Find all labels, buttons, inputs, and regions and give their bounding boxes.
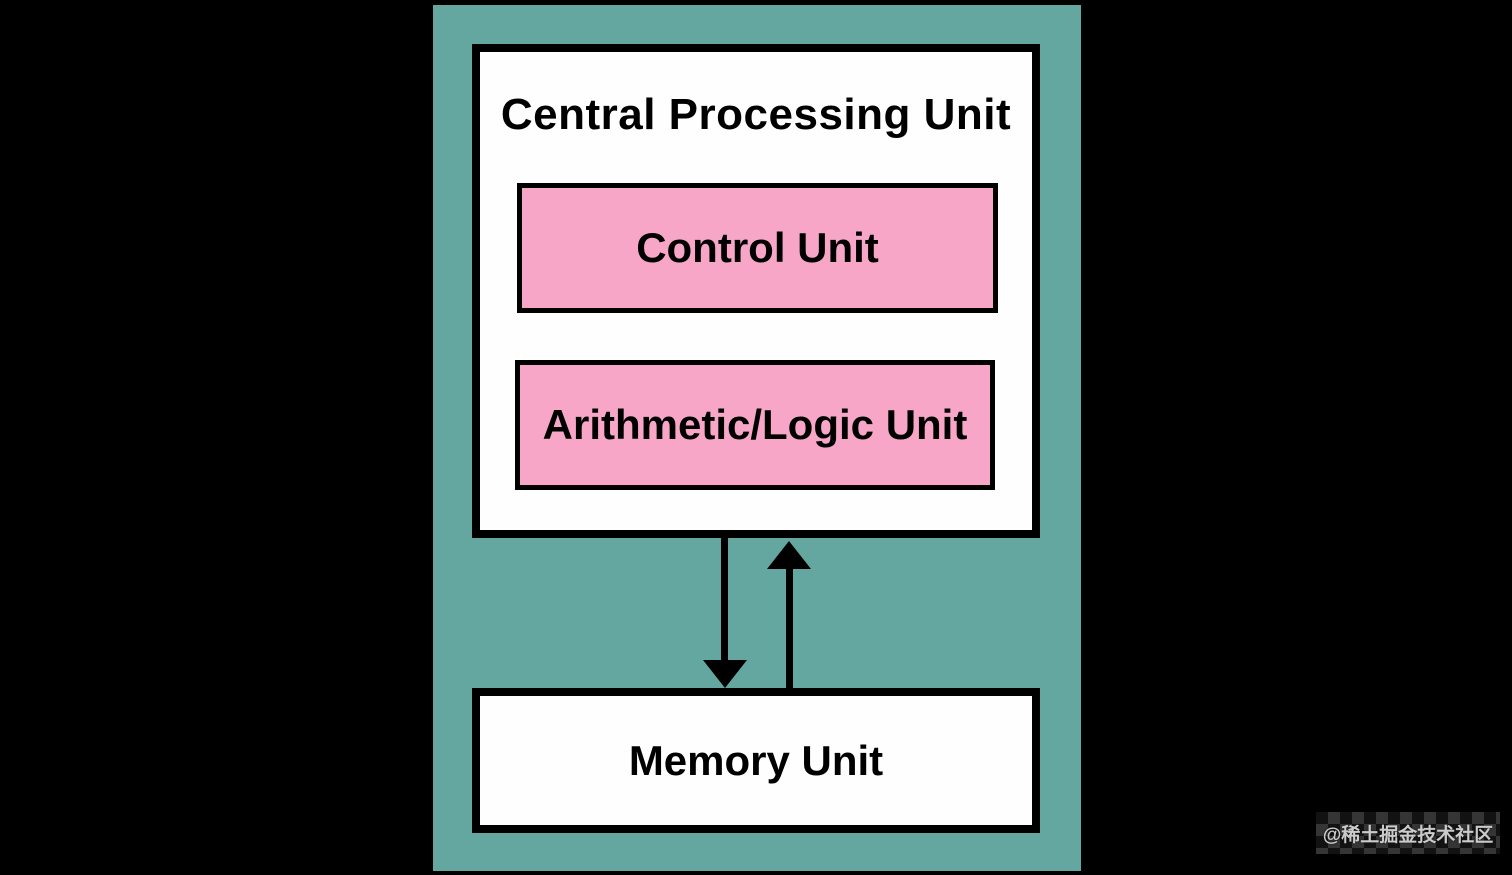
arithmetic-logic-unit-box: Arithmetic/Logic Unit <box>515 360 995 490</box>
arithmetic-logic-unit-label: Arithmetic/Logic Unit <box>542 401 968 448</box>
cpu-to-memory-arrow-line <box>721 537 728 664</box>
control-unit-label: Control Unit <box>636 224 879 271</box>
memory-unit-box: Memory Unit <box>472 688 1040 833</box>
down-arrow-icon <box>703 660 747 688</box>
control-unit-box: Control Unit <box>517 183 998 313</box>
watermark: @稀土掘金技术社区 <box>1316 812 1500 854</box>
cpu-title: Central Processing Unit <box>500 90 1012 139</box>
up-arrow-icon <box>767 541 811 569</box>
memory-unit-label: Memory Unit <box>628 736 884 784</box>
memory-to-cpu-arrow-line <box>786 566 793 689</box>
watermark-text: @稀土掘金技术社区 <box>1322 824 1494 846</box>
